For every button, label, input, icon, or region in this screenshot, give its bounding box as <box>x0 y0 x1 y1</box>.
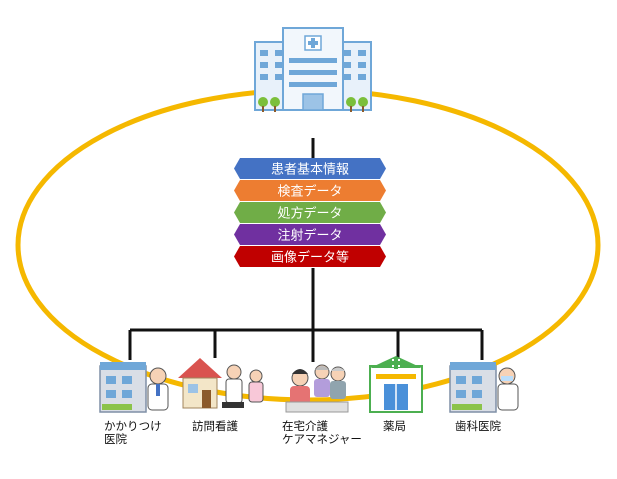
data-banner <box>234 246 386 267</box>
data-banner-label: 注射データ <box>277 228 342 244</box>
node-label-family-clinic: かかりつけ 医院 <box>104 419 162 446</box>
home-nursing-icon <box>178 358 264 409</box>
data-banner <box>234 202 386 223</box>
dental-clinic-icon <box>449 362 519 413</box>
connector-lines <box>128 138 484 362</box>
data-banner-label: 画像データ等 <box>271 250 349 266</box>
pharmacy-icon <box>369 356 423 413</box>
care-manager-icon <box>285 364 349 413</box>
data-banner-label: 処方データ <box>277 206 342 222</box>
node-label-pharmacy: 薬局 <box>383 419 406 433</box>
clinic-doctor-icon <box>99 362 169 413</box>
data-banner <box>234 158 386 179</box>
data-banner <box>234 180 386 201</box>
data-banner-label: 患者基本情報 <box>271 163 349 178</box>
data-banner <box>234 224 386 245</box>
hospital-icon <box>254 27 372 112</box>
node-label-care-manager: 在宅介護 ケアマネジャー <box>282 419 362 446</box>
data-banner-label: 検査データ <box>277 184 342 200</box>
node-label-dental-clinic: 歯科医院 <box>455 419 501 433</box>
node-label-home-nursing: 訪問看護 <box>192 419 238 433</box>
